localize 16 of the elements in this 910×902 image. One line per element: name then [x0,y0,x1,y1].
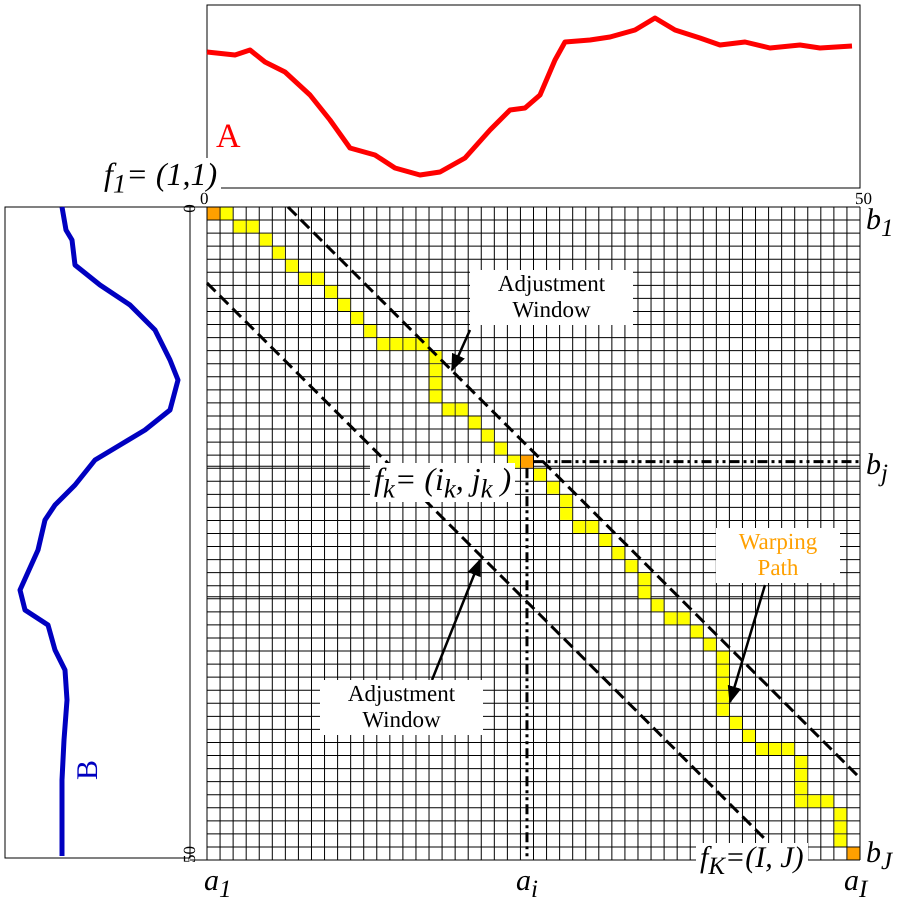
leader-arrow [450,329,472,372]
axis-label: a$_{1}$ [204,866,232,902]
leader-arrow [430,558,482,680]
axis-label: b$_{j}$ [866,450,888,486]
curve-label: A [216,120,241,154]
tick-label: 50 [855,190,872,207]
leader-arrow [728,584,766,704]
callout-label: Adjustment Window [470,270,633,325]
callout-label: Warping Path [716,528,840,583]
axis-label: b$_{J}$ [866,838,892,874]
callout-label: Adjustment Window [320,680,483,735]
formula-label: f$_{k}$= (i$_{k}$, j$_{k}$ ) [370,463,516,502]
axis-label: a$_{I}$ [844,866,868,902]
curve-label: B [73,760,103,780]
axis-label: b$_{1}$ [866,205,894,241]
axis-label: a$_{i}$ [516,866,538,902]
